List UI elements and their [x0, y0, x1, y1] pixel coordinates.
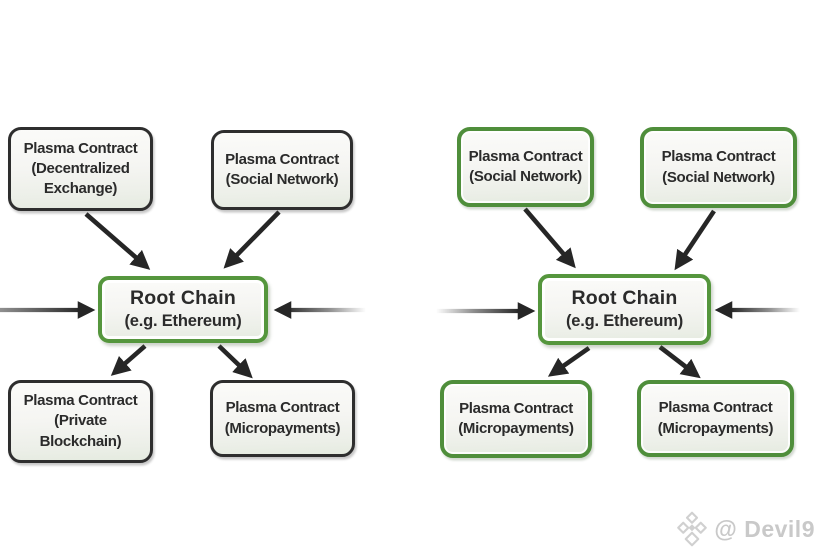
plasma-contract-box-micropayments-left: Plasma Contract (Micropayments) [210, 380, 355, 457]
node-title: Plasma Contract [23, 392, 138, 410]
plasma-contract-box-micropayments-right-2: Plasma Contract (Micropayments) [637, 380, 794, 457]
node-subtitle: (Social Network) [662, 168, 775, 186]
node-subtitle: (Private Blockchain) [39, 412, 122, 450]
plasma-contract-box-social-network-left: Plasma Contract (Social Network) [211, 130, 353, 210]
plasma-contract-box-private-blockchain: Plasma Contract (Private Blockchain) [8, 380, 153, 463]
watermark: @ Devil9 [677, 511, 815, 547]
arrow-right-topright-to-root [674, 209, 716, 271]
arrow-left-root-to-bottomright [217, 344, 253, 379]
root-chain-box-right: Root Chain (e.g. Ethereum) [538, 274, 711, 345]
root-chain-box-left: Root Chain (e.g. Ethereum) [98, 276, 268, 343]
node-title: Plasma Contract [225, 150, 339, 168]
node-title: Plasma Contract [23, 139, 138, 157]
arrow-right-root-to-bottomleft [547, 346, 591, 377]
node-subtitle: (Social Network) [225, 171, 339, 188]
plasma-contract-box-decentralized-exchange: Plasma Contract (Decentralized Exchange) [8, 127, 153, 211]
node-subtitle: (Micropayments) [224, 419, 341, 437]
gem-diamond-icon [677, 511, 708, 547]
arrow-left-topright-to-root [223, 210, 281, 269]
node-subtitle: (Decentralized Exchange) [31, 159, 130, 198]
node-title: Plasma Contract [661, 148, 776, 166]
watermark-text: @ Devil9 [714, 515, 815, 542]
node-subtitle: (Social Network) [469, 168, 582, 185]
node-subtitle: (Micropayments) [458, 420, 574, 437]
plasma-contract-box-micropayments-right-1: Plasma Contract (Micropayments) [440, 380, 592, 458]
node-subtitle: (Micropayments) [657, 419, 774, 437]
root-chain-title: Root Chain [571, 287, 678, 310]
node-title: Plasma Contract [459, 399, 573, 417]
root-chain-subtitle: (e.g. Ethereum) [565, 312, 684, 331]
arrow-left-root-to-bottomleft [110, 344, 147, 376]
plasma-contract-box-social-network-right-2: Plasma Contract (Social Network) [640, 127, 797, 208]
plasma-contract-box-social-network-right-1: Plasma Contract (Social Network) [457, 127, 594, 207]
arrow-right-root-to-bottomright [658, 345, 701, 379]
node-title: Plasma Contract [225, 399, 340, 417]
arrow-right-topleft-to-root [523, 207, 576, 269]
node-title: Plasma Contract [658, 399, 773, 417]
root-chain-subtitle: (e.g. Ethereum) [124, 312, 242, 331]
root-chain-title: Root Chain [130, 287, 236, 310]
arrow-left-topleft-to-root [84, 212, 151, 270]
node-title: Plasma Contract [468, 147, 583, 165]
